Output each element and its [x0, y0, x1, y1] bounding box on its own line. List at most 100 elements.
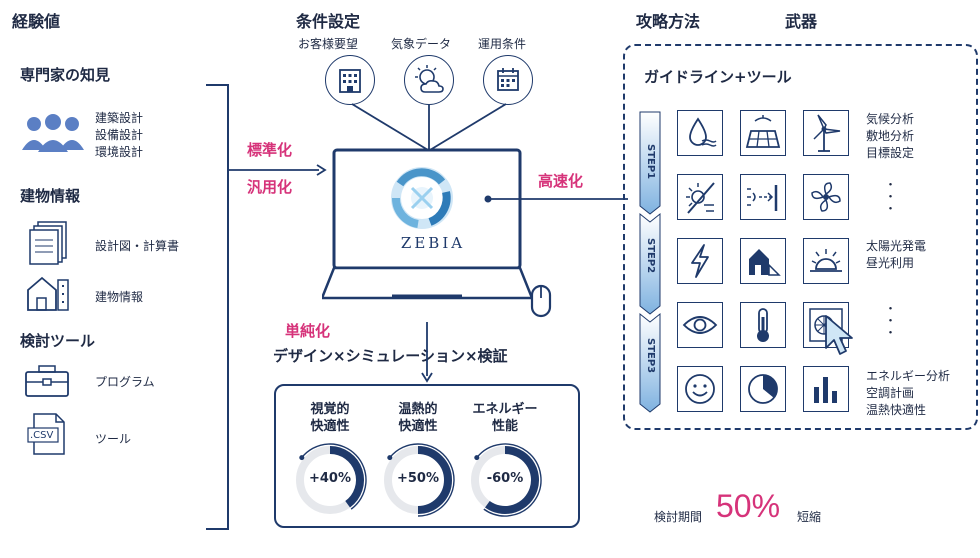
bracket-bottom — [206, 528, 228, 530]
step-arrow — [639, 111, 661, 413]
sun-shade-icon — [677, 174, 723, 220]
header-conditions: 条件設定 — [296, 12, 361, 31]
step2-text: 太陽光発電 — [866, 239, 927, 253]
gauge-arc — [485, 446, 539, 514]
monitor-icon — [322, 148, 552, 318]
thermometer-icon — [740, 302, 786, 348]
pie-chart-icon — [740, 366, 786, 412]
weather-icon — [404, 55, 454, 105]
expert-knowledge-title: 専門家の知見 — [20, 66, 111, 84]
footer-prefix: 検討期間 — [654, 510, 703, 524]
step3-texts: エネルギー分析 空調計画 温熱快適性 — [866, 368, 950, 419]
gauge-start-dot — [387, 455, 393, 461]
expert-item: 環境設計 — [95, 145, 144, 159]
gauge-value: +50% — [396, 471, 439, 486]
gauge-label: 温熱的快適性 — [373, 401, 463, 435]
condition-label: 運用条件 — [478, 37, 527, 51]
step-label: STEP3 — [645, 338, 656, 374]
results-panel — [274, 384, 580, 528]
gauge-outline-arrow — [389, 443, 455, 517]
fan-icon — [803, 174, 849, 220]
gauge-label: 視覚的快適性 — [285, 401, 375, 435]
wind-turbine-icon — [803, 110, 849, 156]
step3-text: 温熱快適性 — [866, 403, 927, 417]
ellipsis: ・・・ — [883, 302, 897, 338]
expert-items: 建築設計 設備設計 環境設計 — [95, 110, 143, 161]
gauge-label-line: エネルギー — [472, 402, 538, 417]
gauge-ring — [471, 443, 542, 517]
gauge-label-line: 性能 — [491, 419, 518, 434]
step1-text: 目標設定 — [866, 146, 915, 160]
step1-text: 気候分析 — [866, 112, 915, 126]
gauge-ring — [296, 443, 367, 514]
step-label: STEP1 — [645, 144, 656, 180]
header-weapons: 武器 — [785, 12, 818, 31]
zebia-logo-text: ZEBIA — [400, 234, 466, 252]
study-tools-title: 検討ツール — [20, 332, 96, 350]
gauge-start-dot — [299, 455, 305, 461]
gauge-arc — [417, 446, 452, 514]
condition-label: 気象データ — [391, 37, 452, 51]
arrow-to-gauges — [421, 322, 433, 383]
bracket-vertical — [227, 84, 229, 530]
gauge-start-dot — [474, 455, 480, 461]
gauge-value: +40% — [308, 471, 351, 486]
step2-texts: 太陽光発電 昼光利用 — [866, 238, 926, 272]
gauge-outline-arrow — [476, 443, 542, 517]
document-stack-icon — [29, 221, 67, 265]
gauge-label-line: 快適性 — [398, 419, 438, 434]
gauge-outline-arrow — [301, 443, 367, 510]
gauge-label-line: 快適性 — [310, 419, 350, 434]
generalize-label: 汎用化 — [247, 178, 293, 196]
building-info-item: 建物情報 — [95, 290, 144, 304]
gauge-label-line: 視覚的 — [310, 402, 350, 417]
header-experience: 経験値 — [12, 12, 61, 31]
monitor-to-right-connector — [484, 195, 628, 203]
step1-texts: 気候分析 敷地分析 目標設定 — [866, 111, 914, 162]
standardize-label: 標準化 — [247, 141, 293, 159]
toolbox-icon — [25, 365, 69, 397]
sunrise-icon — [803, 238, 849, 284]
gauge-label-line: 温熱的 — [398, 402, 438, 417]
guideline-title: ガイドライン+ツール — [644, 68, 792, 86]
step3-text: 空調計画 — [866, 386, 915, 400]
design-docs-label: 設計図・計算書 — [95, 239, 180, 253]
csv-label: .CSV — [30, 430, 54, 441]
expert-item: 建築設計 — [95, 111, 144, 125]
expert-item: 設備設計 — [95, 128, 144, 142]
gauge-ring — [384, 443, 455, 517]
header-strategy: 攻略方法 — [636, 12, 701, 31]
bracket-top — [206, 84, 228, 86]
people-icon — [22, 114, 84, 152]
building-icon — [27, 276, 69, 311]
speedup-label: 高速化 — [538, 172, 584, 190]
guideline-panel — [623, 44, 978, 430]
csv-file-icon — [27, 413, 65, 455]
step1-text: 敷地分析 — [866, 129, 915, 143]
house-shadow-icon — [740, 238, 786, 284]
sun-arrow-icon — [740, 174, 786, 220]
cursor-arrow-icon — [825, 315, 853, 355]
gauge-value: -60% — [486, 471, 524, 486]
footer-suffix: 短縮 — [797, 510, 822, 524]
lightning-icon — [677, 238, 723, 284]
condition-connectors — [351, 103, 507, 151]
office-building-icon — [325, 55, 375, 105]
step-label: STEP2 — [645, 238, 656, 274]
gauge-arc — [329, 446, 364, 508]
step2-text: 昼光利用 — [866, 256, 915, 270]
ellipsis: ・・・ — [883, 178, 897, 214]
building-info-title: 建物情報 — [20, 187, 81, 205]
solar-panel-icon — [740, 110, 786, 156]
water-drop-icon — [677, 110, 723, 156]
arrow-to-monitor — [229, 164, 327, 176]
eye-icon — [677, 302, 723, 348]
program-label: プログラム — [95, 375, 155, 389]
calendar-icon — [483, 55, 533, 105]
tool-label: ツール — [95, 432, 132, 446]
bar-chart-icon — [803, 366, 849, 412]
simplify-label: 単純化 — [285, 322, 331, 340]
step3-text: エネルギー分析 — [866, 369, 951, 383]
condition-label: お客様要望 — [298, 37, 359, 51]
footer-value: 50% — [716, 488, 781, 524]
